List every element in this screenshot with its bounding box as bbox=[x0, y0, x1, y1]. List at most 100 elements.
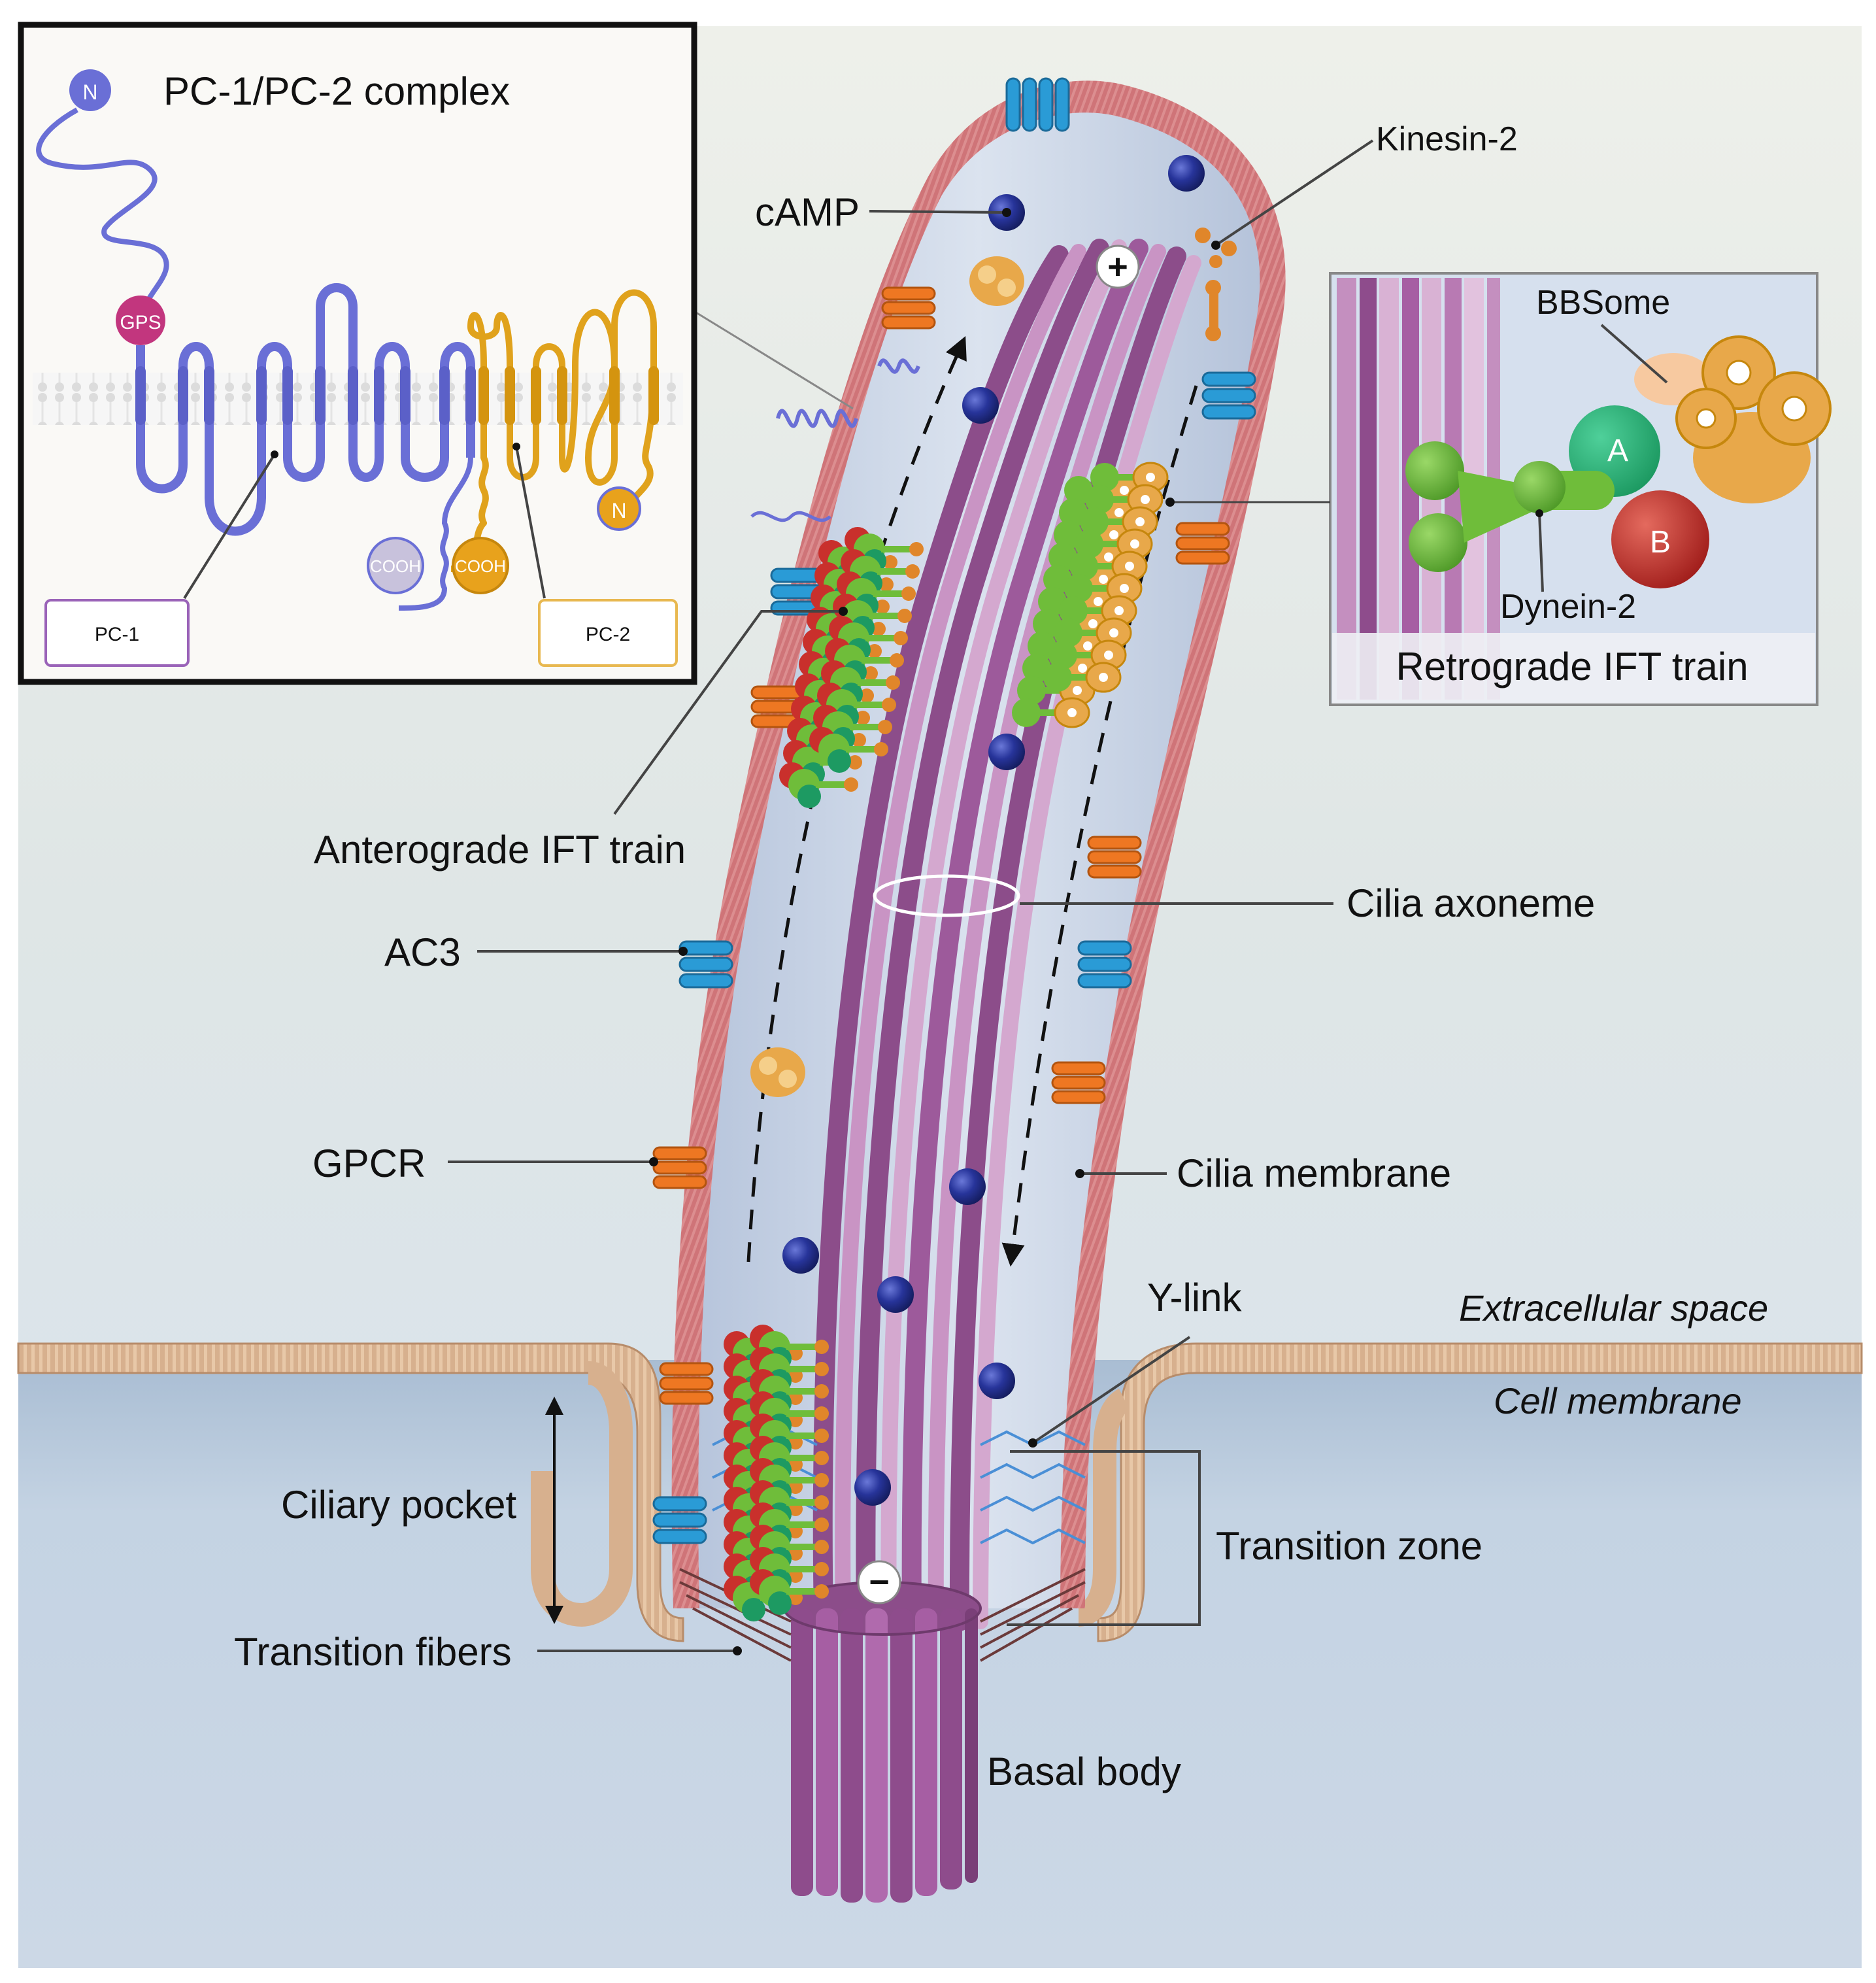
cell-membrane-right bbox=[1097, 1342, 1863, 1642]
anterograde-ift-unit bbox=[779, 762, 858, 808]
anterograde-ift-unit bbox=[750, 1414, 829, 1459]
label-transition-fibers: Transition fibers bbox=[234, 1630, 742, 1674]
bbsome-mid bbox=[750, 1047, 805, 1097]
svg-text:Anterograde IFT train: Anterograde IFT train bbox=[314, 828, 686, 872]
inset-pc-complex: PC-1/PC-2 complex N GPS COOH bbox=[18, 22, 697, 685]
anterograde-ift-unit bbox=[750, 1569, 829, 1615]
bbsome-label: BBSome bbox=[1536, 284, 1670, 322]
svg-text:B: B bbox=[1650, 525, 1671, 560]
svg-text:GPCR: GPCR bbox=[312, 1142, 426, 1185]
svg-text:Cilia axoneme: Cilia axoneme bbox=[1347, 881, 1595, 925]
ac3-icon bbox=[678, 940, 733, 989]
ac3-proteins bbox=[652, 77, 1256, 1544]
svg-text:PC-2: PC-2 bbox=[586, 624, 630, 645]
anterograde-ift-unit bbox=[817, 683, 896, 728]
ac3-icon bbox=[1201, 371, 1256, 420]
plus-end-marker: + bbox=[1096, 245, 1140, 289]
svg-text:GPS: GPS bbox=[120, 312, 161, 333]
gpcr-icon bbox=[881, 286, 936, 330]
label-ciliary-pocket: Ciliary pocket bbox=[281, 1397, 563, 1624]
svg-text:AC3: AC3 bbox=[384, 930, 461, 974]
camp-molecule bbox=[949, 1168, 986, 1205]
svg-text:cAMP: cAMP bbox=[755, 190, 860, 234]
camp-molecule bbox=[1168, 155, 1205, 192]
inset-pc-title: PC-1/PC-2 complex bbox=[163, 69, 510, 113]
camp-molecule bbox=[854, 1469, 891, 1506]
pc-complex-in-membrane bbox=[750, 358, 920, 522]
label-cell-membrane: Cell membrane bbox=[1494, 1380, 1742, 1421]
camp-molecule bbox=[877, 1276, 914, 1313]
retrograde-ift-unit bbox=[1012, 697, 1090, 728]
inset-retrograde: Retrograde IFT train BBSome A B Dynein-2 bbox=[1329, 272, 1832, 706]
svg-text:A: A bbox=[1607, 433, 1628, 468]
ac3-icon bbox=[652, 1496, 707, 1544]
svg-text:PC-1: PC-1 bbox=[95, 624, 139, 645]
dynein-2-icon bbox=[1405, 441, 1615, 572]
retrograde-ift-unit bbox=[1043, 662, 1122, 693]
pc2-label-box bbox=[538, 599, 678, 667]
camp-molecules bbox=[782, 155, 1205, 1506]
label-basal-body: Basal body bbox=[987, 1750, 1181, 1793]
pc1-cooh-icon bbox=[367, 537, 424, 594]
pc1-coiled-coil bbox=[398, 457, 473, 611]
anterograde-arrow bbox=[746, 336, 967, 1263]
svg-text:+: + bbox=[1107, 247, 1128, 286]
camp-molecule bbox=[988, 734, 1025, 770]
retrograde-ift-unit bbox=[1090, 462, 1169, 493]
cilia-axoneme bbox=[812, 239, 1201, 1631]
gps-domain-icon bbox=[116, 296, 165, 345]
svg-text:COOH: COOH bbox=[455, 556, 506, 576]
pc1-extracellular-loop bbox=[36, 107, 169, 314]
minus-end-marker: − bbox=[857, 1560, 901, 1604]
label-anterograde: Anterograde IFT train bbox=[314, 607, 848, 872]
label-camp: cAMP bbox=[755, 190, 1011, 234]
anterograde-ift-train-units bbox=[779, 527, 924, 808]
bbsome-icon bbox=[1634, 335, 1832, 503]
dynein-label: Dynein-2 bbox=[1500, 588, 1636, 626]
gpcr-proteins bbox=[652, 286, 1230, 1405]
pc1-label-box bbox=[44, 599, 190, 667]
svg-text:Ciliary pocket: Ciliary pocket bbox=[281, 1483, 516, 1527]
svg-text:−: − bbox=[869, 1563, 890, 1602]
svg-text:COOH: COOH bbox=[370, 556, 421, 576]
anterograde-ift-train-units-pocket bbox=[724, 1325, 829, 1621]
kinesin-2-icon bbox=[1195, 228, 1237, 341]
ac3-icon bbox=[1077, 940, 1132, 989]
label-cilia-membrane: Cilia membrane bbox=[1075, 1151, 1451, 1195]
retrograde-arrow bbox=[1001, 385, 1198, 1267]
anterograde-ift-unit bbox=[825, 638, 904, 684]
label-ylink: Y-link bbox=[1028, 1276, 1243, 1448]
svg-text:Cilia membrane: Cilia membrane bbox=[1177, 1151, 1451, 1195]
gpcr-icon bbox=[1175, 522, 1230, 565]
gpcr-icon bbox=[652, 1146, 707, 1189]
ac3-icon bbox=[1005, 77, 1070, 132]
gpcr-icon bbox=[1051, 1061, 1106, 1104]
gpcr-icon bbox=[659, 1362, 714, 1405]
label-axoneme: Cilia axoneme bbox=[873, 874, 1595, 925]
svg-text:Transition fibers: Transition fibers bbox=[234, 1630, 512, 1674]
pc1-n-terminus-icon bbox=[69, 69, 111, 111]
retrograde-ift-unit bbox=[1080, 506, 1158, 537]
camp-molecule bbox=[979, 1363, 1015, 1399]
pc1-transmembrane-domains bbox=[136, 283, 475, 536]
cell-membrane-pocket-right bbox=[1077, 1388, 1131, 1627]
label-kinesin: Kinesin-2 bbox=[1211, 120, 1518, 250]
svg-text:N: N bbox=[82, 80, 97, 104]
svg-text:Y-link: Y-link bbox=[1147, 1276, 1243, 1319]
ift-b-icon bbox=[1611, 490, 1709, 588]
label-ac3: AC3 bbox=[384, 930, 688, 974]
label-gpcr: GPCR bbox=[312, 1142, 658, 1185]
svg-text:Transition zone: Transition zone bbox=[1216, 1524, 1482, 1568]
label-extracellular: Extracellular space bbox=[1459, 1287, 1768, 1329]
pc2-n-terminus-icon bbox=[597, 486, 641, 531]
pc2-cooh-icon bbox=[452, 537, 509, 594]
anterograde-ift-unit bbox=[809, 727, 888, 773]
label-transition-zone: Transition zone bbox=[1007, 1450, 1482, 1626]
svg-text:N: N bbox=[611, 499, 626, 522]
cell-membrane-left bbox=[17, 1342, 684, 1642]
retrograde-caption: Retrograde IFT train bbox=[1396, 645, 1748, 688]
inset-connector-line bbox=[692, 309, 854, 410]
basal-body bbox=[783, 1581, 982, 1903]
retrograde-ift-train-units bbox=[1012, 462, 1169, 728]
